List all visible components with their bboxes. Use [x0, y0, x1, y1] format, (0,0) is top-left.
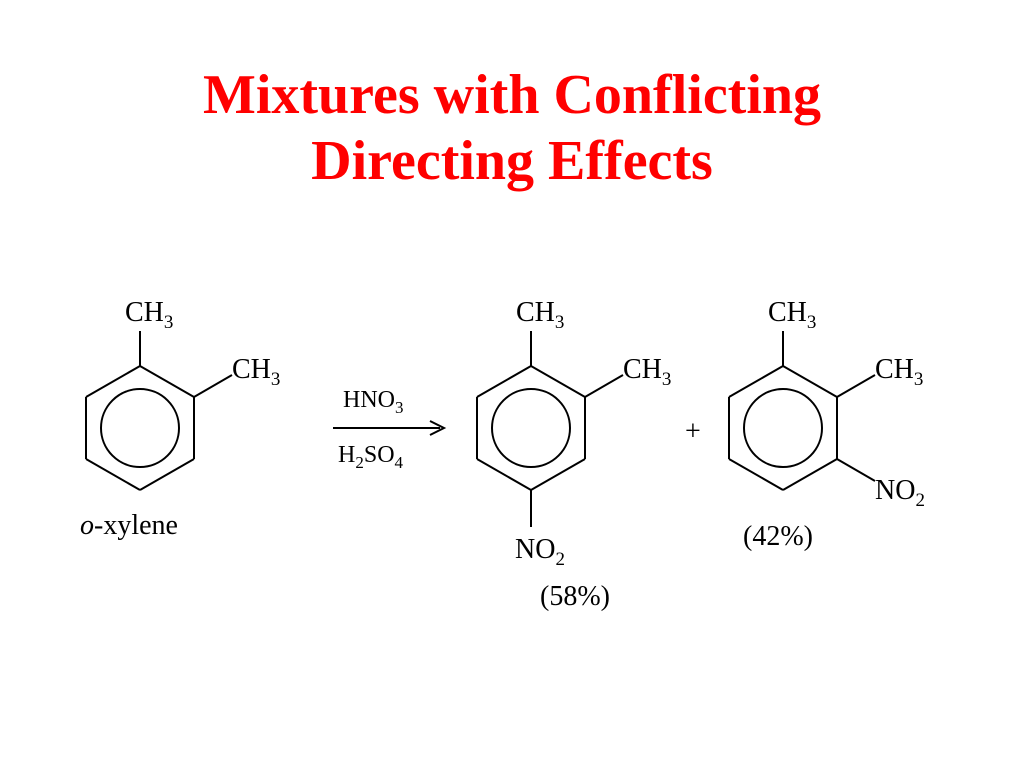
methyl-label-top: CH3: [768, 297, 816, 333]
slide-title: Mixtures with Conflicting Directing Effe…: [0, 62, 1024, 194]
methyl-label-top: CH3: [125, 297, 173, 333]
benzene-ring: [476, 365, 586, 491]
methyl-label-top: CH3: [516, 297, 564, 333]
product-1: CH3 CH3 NO2 (58%): [476, 297, 671, 612]
benzene-ring: [728, 365, 838, 491]
reaction-arrow: HNO3 H2SO4: [333, 387, 447, 472]
bond-side: [193, 374, 233, 398]
methyl-label-side: CH3: [232, 354, 280, 390]
reagent-nitric-acid: HNO3: [343, 387, 404, 417]
benzene-ring: [85, 365, 195, 491]
methyl-label-side: CH3: [623, 354, 671, 390]
title-line-1: Mixtures with Conflicting: [202, 64, 822, 126]
plus-sign: +: [685, 416, 701, 447]
bond-side: [584, 374, 624, 398]
bond-nitro: [836, 458, 876, 482]
reactant-o-xylene: CH3 CH3 o-xylene: [80, 297, 280, 541]
reagent-sulfuric-acid: H2SO4: [338, 442, 404, 472]
yield-label: (58%): [540, 581, 610, 612]
yield-label: (42%): [743, 521, 813, 552]
reactant-name: o-xylene: [80, 510, 178, 541]
methyl-label-side: CH3: [875, 354, 923, 390]
nitro-label: NO2: [515, 534, 565, 570]
arrow-head: [429, 420, 447, 436]
nitro-label: NO2: [875, 475, 925, 511]
title-line-2: Directing Effects: [311, 130, 713, 192]
bond-side: [836, 374, 876, 398]
product-2: CH3 CH3 NO2 (42%): [728, 297, 925, 552]
